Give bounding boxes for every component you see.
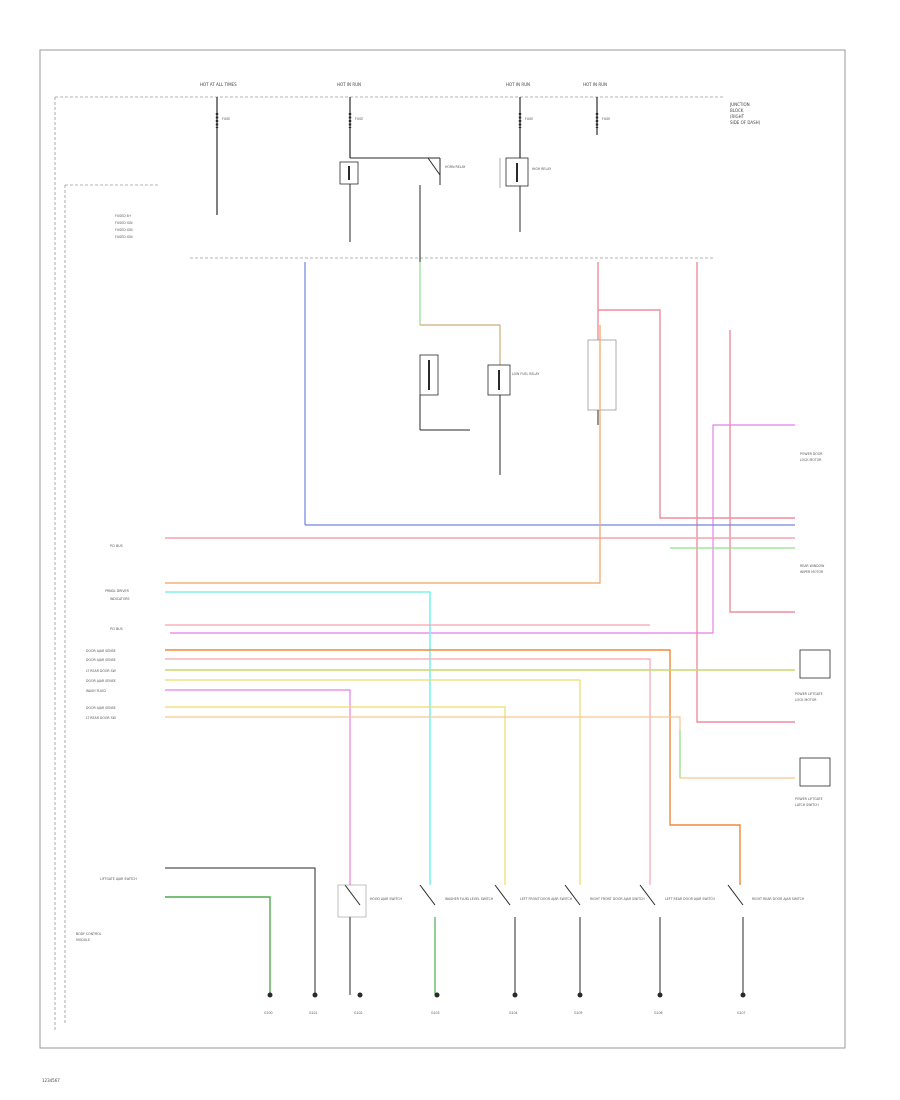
relay-horn: HORN RELAY bbox=[419, 157, 466, 262]
svg-text:FUSED IGN: FUSED IGN bbox=[115, 221, 133, 225]
svg-text:POWER LIFTGATE: POWER LIFTGATE bbox=[795, 692, 823, 696]
svg-text:DOOR AJAR SENSE: DOOR AJAR SENSE bbox=[86, 649, 116, 653]
svg-text:G101: G101 bbox=[309, 1011, 318, 1015]
svg-text:BODY CONTROL: BODY CONTROL bbox=[76, 932, 102, 936]
svg-text:JUNCTION: JUNCTION bbox=[729, 102, 750, 107]
switch-liftgate bbox=[165, 867, 316, 995]
svg-text:HIGH RELAY: HIGH RELAY bbox=[532, 167, 551, 171]
svg-text:SIDE OF DASH): SIDE OF DASH) bbox=[730, 120, 761, 125]
svg-text:PCI BUS: PCI BUS bbox=[110, 627, 123, 631]
svg-text:LT REAR DOOR SW: LT REAR DOOR SW bbox=[86, 669, 117, 673]
switch-labels: HOOD AJAR SWITCH WASHER FLUID LEVEL SWIT… bbox=[100, 877, 805, 901]
svg-text:FUSE: FUSE bbox=[602, 117, 610, 121]
ground-labels: G100 G101 G102 G103 G104 G105 G106 G107 bbox=[264, 1011, 746, 1015]
svg-text:WASH FLUID: WASH FLUID bbox=[86, 689, 106, 693]
diagram-frame bbox=[39, 49, 846, 1049]
right-side-labels: POWER DOOR LOCK MOTOR REAR WINDOW WIPER … bbox=[795, 452, 825, 807]
svg-text:(RIGHT: (RIGHT bbox=[730, 114, 745, 119]
svg-text:DOOR AJAR SENSE: DOOR AJAR SENSE bbox=[86, 679, 116, 683]
motor-box-1 bbox=[799, 649, 831, 679]
svg-text:G104: G104 bbox=[509, 1011, 518, 1015]
feed-label-1: HOT AT ALL TIMES bbox=[200, 82, 237, 87]
svg-text:G105: G105 bbox=[574, 1011, 583, 1015]
wire-wash-fluid bbox=[165, 689, 351, 885]
wire-door-ajar-3 bbox=[165, 679, 581, 885]
svg-text:G103: G103 bbox=[431, 1011, 440, 1015]
svg-text:PRNDL DRIVER: PRNDL DRIVER bbox=[105, 589, 130, 593]
switch-lf-door bbox=[494, 884, 516, 995]
svg-text:G107: G107 bbox=[737, 1011, 746, 1015]
svg-text:HOOD AJAR SWITCH: HOOD AJAR SWITCH bbox=[370, 897, 402, 901]
svg-text:LEFT REAR DOOR AJAR SWITCH: LEFT REAR DOOR AJAR SWITCH bbox=[665, 897, 715, 901]
bcm-left-labels: PCI BUS PRNDL DRIVER INDICATORS PCI BUS … bbox=[86, 544, 130, 720]
svg-text:LOCK MOTOR: LOCK MOTOR bbox=[800, 458, 822, 462]
svg-text:LIFTGATE AJAR SWITCH: LIFTGATE AJAR SWITCH bbox=[100, 877, 137, 881]
svg-text:LT REAR DOOR SW: LT REAR DOOR SW bbox=[86, 716, 117, 720]
wire-pink-right-2 bbox=[696, 330, 795, 723]
relay-low-fuel bbox=[339, 157, 440, 242]
wire-door-ajar-1 bbox=[165, 649, 741, 885]
svg-text:POWER DOOR: POWER DOOR bbox=[800, 452, 823, 456]
feed-label-3: HOT IN RUN bbox=[506, 82, 530, 87]
feed-label-4: HOT IN RUN bbox=[583, 82, 607, 87]
svg-text:LOCK MOTOR: LOCK MOTOR bbox=[795, 698, 817, 702]
switch-row bbox=[165, 867, 744, 995]
relay-block-right bbox=[587, 339, 617, 425]
motor-box-2 bbox=[799, 757, 831, 787]
svg-text:DOOR AJAR SENSE: DOOR AJAR SENSE bbox=[86, 658, 116, 662]
svg-text:MODULE: MODULE bbox=[76, 938, 90, 942]
wire-pink-right-3 bbox=[729, 330, 795, 613]
junction-note: JUNCTION BLOCK (RIGHT SIDE OF DASH) bbox=[729, 102, 761, 125]
svg-text:LATCH SWITCH: LATCH SWITCH bbox=[795, 803, 819, 807]
wire-door-ajar-2 bbox=[165, 658, 651, 885]
svg-text:INDICATORS: INDICATORS bbox=[110, 597, 130, 601]
svg-text:PCI BUS: PCI BUS bbox=[110, 544, 123, 548]
fuse-3: FUSE bbox=[518, 97, 533, 158]
svg-text:LOW FUEL RELAY: LOW FUEL RELAY bbox=[512, 372, 539, 376]
wire-prndl bbox=[165, 325, 601, 584]
svg-text:REAR WINDOW: REAR WINDOW bbox=[800, 564, 825, 568]
svg-text:FUSE: FUSE bbox=[355, 117, 363, 121]
svg-text:DOOR AJAR SENSE: DOOR AJAR SENSE bbox=[86, 706, 116, 710]
svg-text:WIPER MOTOR: WIPER MOTOR bbox=[800, 570, 824, 574]
wire-indicators-cyan bbox=[165, 591, 431, 885]
svg-text:POWER LIFTGATE: POWER LIFTGATE bbox=[795, 797, 823, 801]
svg-text:FUSE: FUSE bbox=[525, 117, 533, 121]
svg-text:G102: G102 bbox=[354, 1011, 363, 1015]
wire-pink-right-1 bbox=[598, 309, 795, 519]
svg-text:LEFT FRONT DOOR AJAR SWITCH: LEFT FRONT DOOR AJAR SWITCH bbox=[520, 897, 573, 901]
svg-text:FUSED IGN: FUSED IGN bbox=[115, 235, 133, 239]
ground-points bbox=[267, 992, 746, 998]
svg-text:RIGHT FRONT DOOR AJAR SWITCH: RIGHT FRONT DOOR AJAR SWITCH bbox=[590, 897, 645, 901]
bcm-box-label: BODY CONTROL MODULE bbox=[76, 932, 102, 942]
svg-text:FUSE: FUSE bbox=[222, 117, 230, 121]
switch-washer-fluid bbox=[419, 884, 436, 995]
fuse-4: FUSE bbox=[595, 97, 610, 135]
switch-hood-ajar bbox=[337, 884, 367, 995]
switch-lr-door bbox=[639, 884, 661, 995]
switch-rf-door bbox=[564, 884, 581, 995]
wire-door-ajar-4 bbox=[165, 706, 506, 885]
feed-label-2: HOT IN RUN bbox=[337, 82, 361, 87]
svg-text:FUSED IGN: FUSED IGN bbox=[115, 228, 133, 232]
svg-text:BLOCK: BLOCK bbox=[730, 108, 744, 113]
bcm-pin-legend: FUSED B+ FUSED IGN FUSED IGN FUSED IGN bbox=[115, 214, 133, 239]
relay-block-center: LOW FUEL RELAY bbox=[419, 324, 539, 475]
diagram-code: 1234567 bbox=[42, 1078, 60, 1083]
svg-text:RIGHT REAR DOOR AJAR SWITCH: RIGHT REAR DOOR AJAR SWITCH bbox=[752, 897, 805, 901]
wire-violet-right bbox=[170, 424, 795, 634]
svg-text:G100: G100 bbox=[264, 1011, 273, 1015]
svg-text:FUSED B+: FUSED B+ bbox=[115, 214, 132, 218]
relay-high: HIGH RELAY bbox=[499, 157, 551, 232]
wire-lt-rear-orange bbox=[165, 716, 795, 779]
svg-text:HORN RELAY: HORN RELAY bbox=[445, 165, 466, 169]
switch-rr-door bbox=[727, 884, 744, 995]
fuse-1: FUSE bbox=[215, 97, 230, 215]
fuse-2: FUSE bbox=[348, 97, 363, 158]
svg-text:G106: G106 bbox=[654, 1011, 663, 1015]
svg-text:WASHER FLUID LEVEL SWITCH: WASHER FLUID LEVEL SWITCH bbox=[445, 897, 494, 901]
